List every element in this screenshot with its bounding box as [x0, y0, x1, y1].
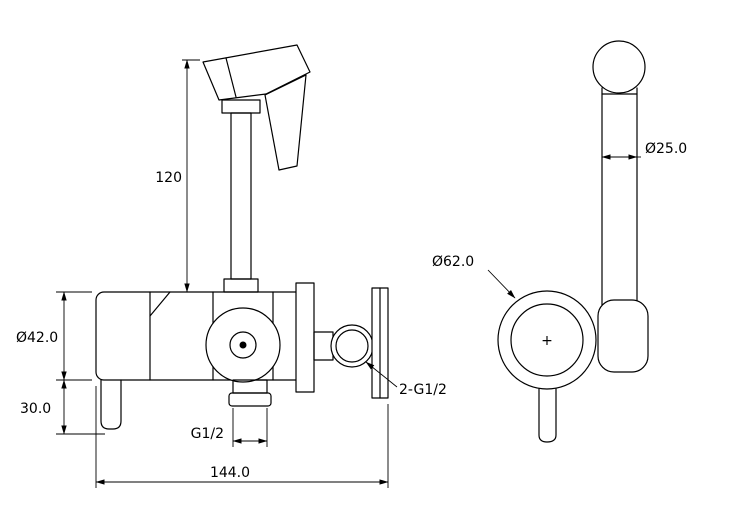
dimension-height-120: 120: [155, 59, 226, 293]
dim-label-62: Ø62.0: [432, 254, 474, 270]
dim-label-g12: G1/2: [191, 426, 224, 442]
escutcheon: +: [497, 290, 597, 390]
dimension-width-144: 144.0: [95, 386, 389, 488]
dim-label-144: 144.0: [210, 465, 250, 481]
dim-label-42: Ø42.0: [16, 330, 58, 346]
wall-connection: [295, 282, 389, 399]
center-mark: +: [541, 333, 553, 349]
connection-stub: [313, 331, 334, 361]
leader-inlet-threads: 2-G1/2: [365, 361, 447, 398]
front-view: 120 Ø42.0 30.0 G1/2 144.0: [16, 44, 447, 488]
leader-diameter-62: Ø62.0: [432, 254, 516, 299]
dim-label-25: Ø25.0: [645, 141, 687, 157]
cartridge-screw: [239, 341, 247, 349]
dimension-diameter-42: Ø42.0: [16, 291, 92, 381]
dimension-diameter-25: Ø25.0: [601, 141, 687, 160]
control-lever: [100, 379, 122, 430]
sprayer-head-side: [592, 40, 646, 94]
control-lever-side: [538, 388, 557, 443]
dimension-height-30: 30.0: [20, 379, 105, 435]
inlet-circle-outer: [330, 324, 374, 368]
valve-body: [95, 291, 311, 383]
sprayer-grip: [264, 74, 307, 171]
bottom-outlet: [228, 379, 272, 407]
dim-label-30: 30.0: [20, 401, 51, 417]
sprayer-head: [202, 44, 311, 171]
sprayer-stem: [221, 99, 261, 293]
dim-label-120: 120: [155, 170, 182, 186]
flange-plate: [295, 282, 315, 393]
inlet-circle-inner: [335, 329, 369, 363]
side-view: + Ø25.0 Ø62.0: [432, 40, 687, 443]
sprayer-handle-side: [601, 87, 638, 306]
dimension-outlet-thread: G1/2: [191, 408, 268, 447]
dim-label-2g12: 2-G1/2: [399, 382, 447, 398]
holder-bracket: [597, 299, 649, 373]
